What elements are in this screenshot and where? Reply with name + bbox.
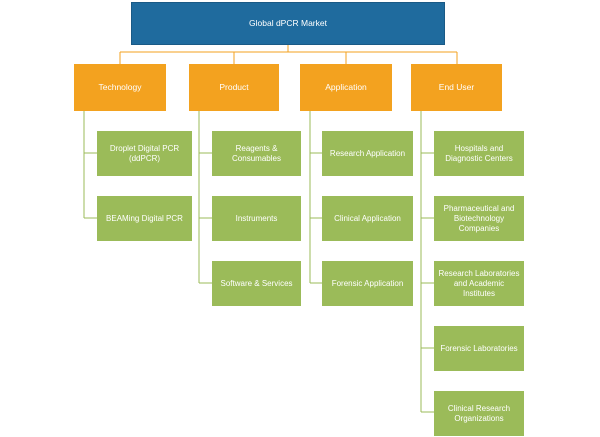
root-node: Global dPCR Market <box>131 2 445 45</box>
leaf-software-services: Software & Services <box>212 261 301 306</box>
leaf-hospitals-diagnostic-centers: Hospitals and Diagnostic Centers <box>434 131 524 176</box>
leaf-instruments: Instruments <box>212 196 301 241</box>
category-end-user: End User <box>411 64 502 111</box>
leaf-research-labs-academic: Research Laboratories and Academic Insti… <box>434 261 524 306</box>
category-technology: Technology <box>74 64 166 111</box>
leaf-clinical-research-orgs: Clinical Research Organizations <box>434 391 524 436</box>
leaf-beaming-digital-pcr: BEAMing Digital PCR <box>97 196 192 241</box>
leaf-droplet-digital-pcr: Droplet Digital PCR (ddPCR) <box>97 131 192 176</box>
leaf-forensic-application: Forensic Application <box>322 261 413 306</box>
leaf-research-application: Research Application <box>322 131 413 176</box>
leaf-forensic-laboratories: Forensic Laboratories <box>434 326 524 371</box>
leaf-clinical-application: Clinical Application <box>322 196 413 241</box>
category-product: Product <box>189 64 279 111</box>
leaf-pharma-biotech-companies: Pharmaceutical and Biotechnology Compani… <box>434 196 524 241</box>
leaf-reagents-consumables: Reagents & Consumables <box>212 131 301 176</box>
category-application: Application <box>300 64 392 111</box>
